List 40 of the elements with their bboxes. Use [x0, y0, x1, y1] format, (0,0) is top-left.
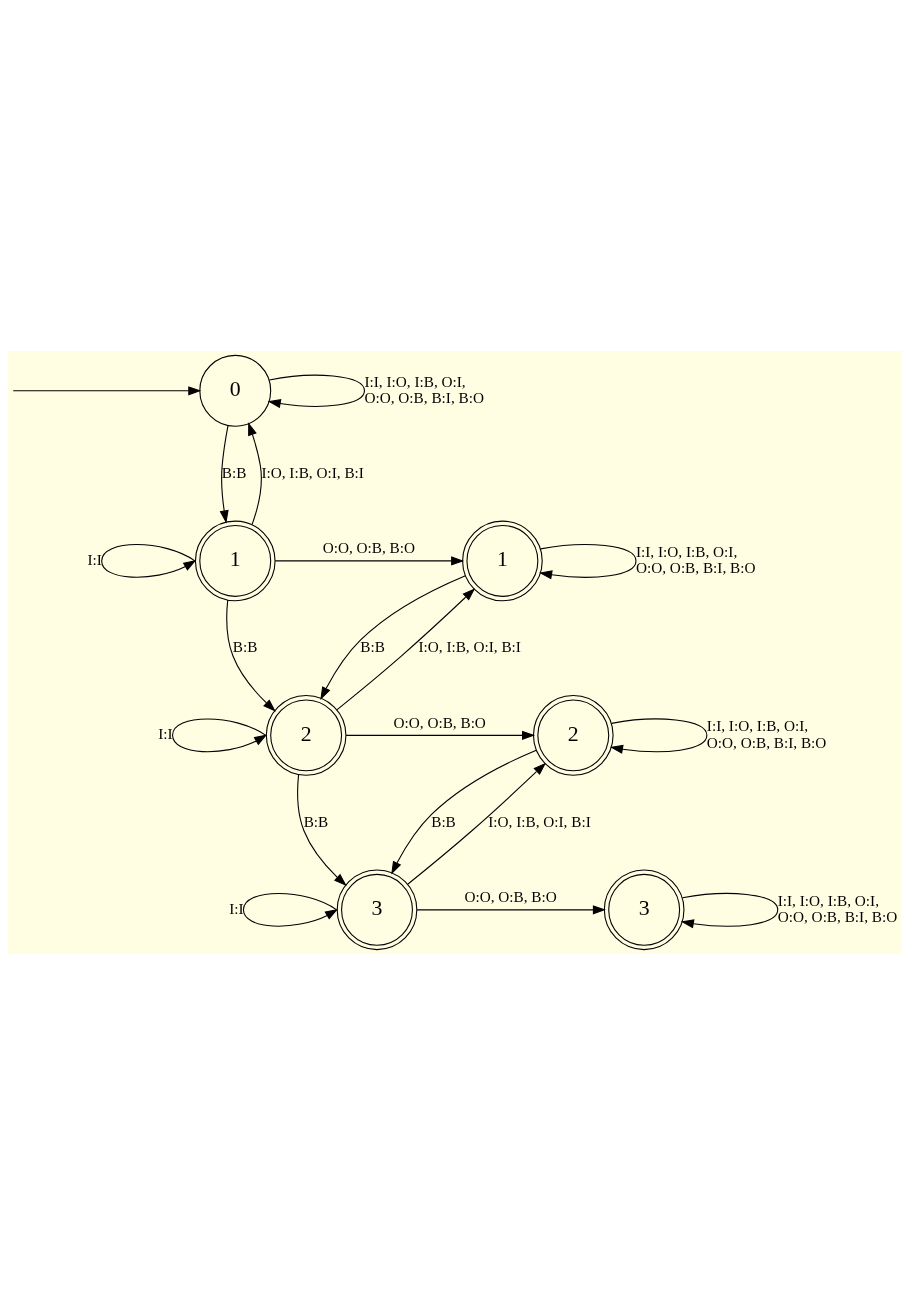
arrow	[539, 543, 637, 579]
edge-label: I:I	[158, 724, 173, 742]
arrow	[242, 892, 339, 927]
node-circle: 3	[603, 869, 685, 950]
node-circle: 1	[194, 520, 276, 601]
arrow	[274, 555, 465, 565]
edge-label: I:O, I:B, O:I, B:I	[418, 637, 521, 655]
arrow	[416, 904, 606, 914]
arrow	[101, 543, 197, 578]
edge-label: O:O, O:B, B:O	[464, 887, 557, 905]
edge-label: B:B	[360, 637, 385, 655]
arrow	[320, 574, 466, 700]
arrow	[336, 587, 476, 710]
edge-label: B:B	[303, 812, 329, 830]
arrow	[391, 749, 537, 874]
arrow	[267, 374, 365, 408]
arrow	[680, 892, 779, 928]
arrow	[12, 385, 202, 395]
edge-label: I:O, I:B, O:I, B:I	[488, 812, 591, 830]
edge-label: I:I	[229, 899, 244, 917]
edge-label: I:I, I:O, I:B, O:I, O:O, O:B, B:I, B:O	[777, 891, 898, 925]
arrow	[226, 599, 276, 712]
edge-label: B:B	[431, 812, 456, 830]
arrow	[219, 424, 229, 523]
arrow	[345, 730, 536, 740]
edge-label: O:O, O:B, B:O	[322, 538, 416, 556]
edge-label: I:I	[87, 550, 102, 568]
edge-label: B:B	[232, 637, 258, 655]
arrow	[248, 421, 262, 525]
arrow	[172, 717, 268, 752]
edge-label: I:I, I:O, I:B, O:I, O:O, O:B, B:I, B:O	[706, 716, 827, 751]
edge-label: B:B	[221, 463, 247, 481]
arrow	[609, 717, 708, 754]
edge-label: I:I, I:O, I:B, O:I, O:O, O:B, B:I, B:O	[364, 372, 484, 406]
edge-label: O:O, O:B, B:O	[393, 713, 486, 731]
node-circle: 0	[199, 354, 272, 427]
arrow	[297, 773, 347, 886]
edge-label: I:O, I:B, O:I, B:I	[261, 463, 364, 481]
arrow	[407, 762, 547, 885]
edge-label: I:I, I:O, I:B, O:I, O:O, O:B, B:I, B:O	[635, 542, 756, 576]
